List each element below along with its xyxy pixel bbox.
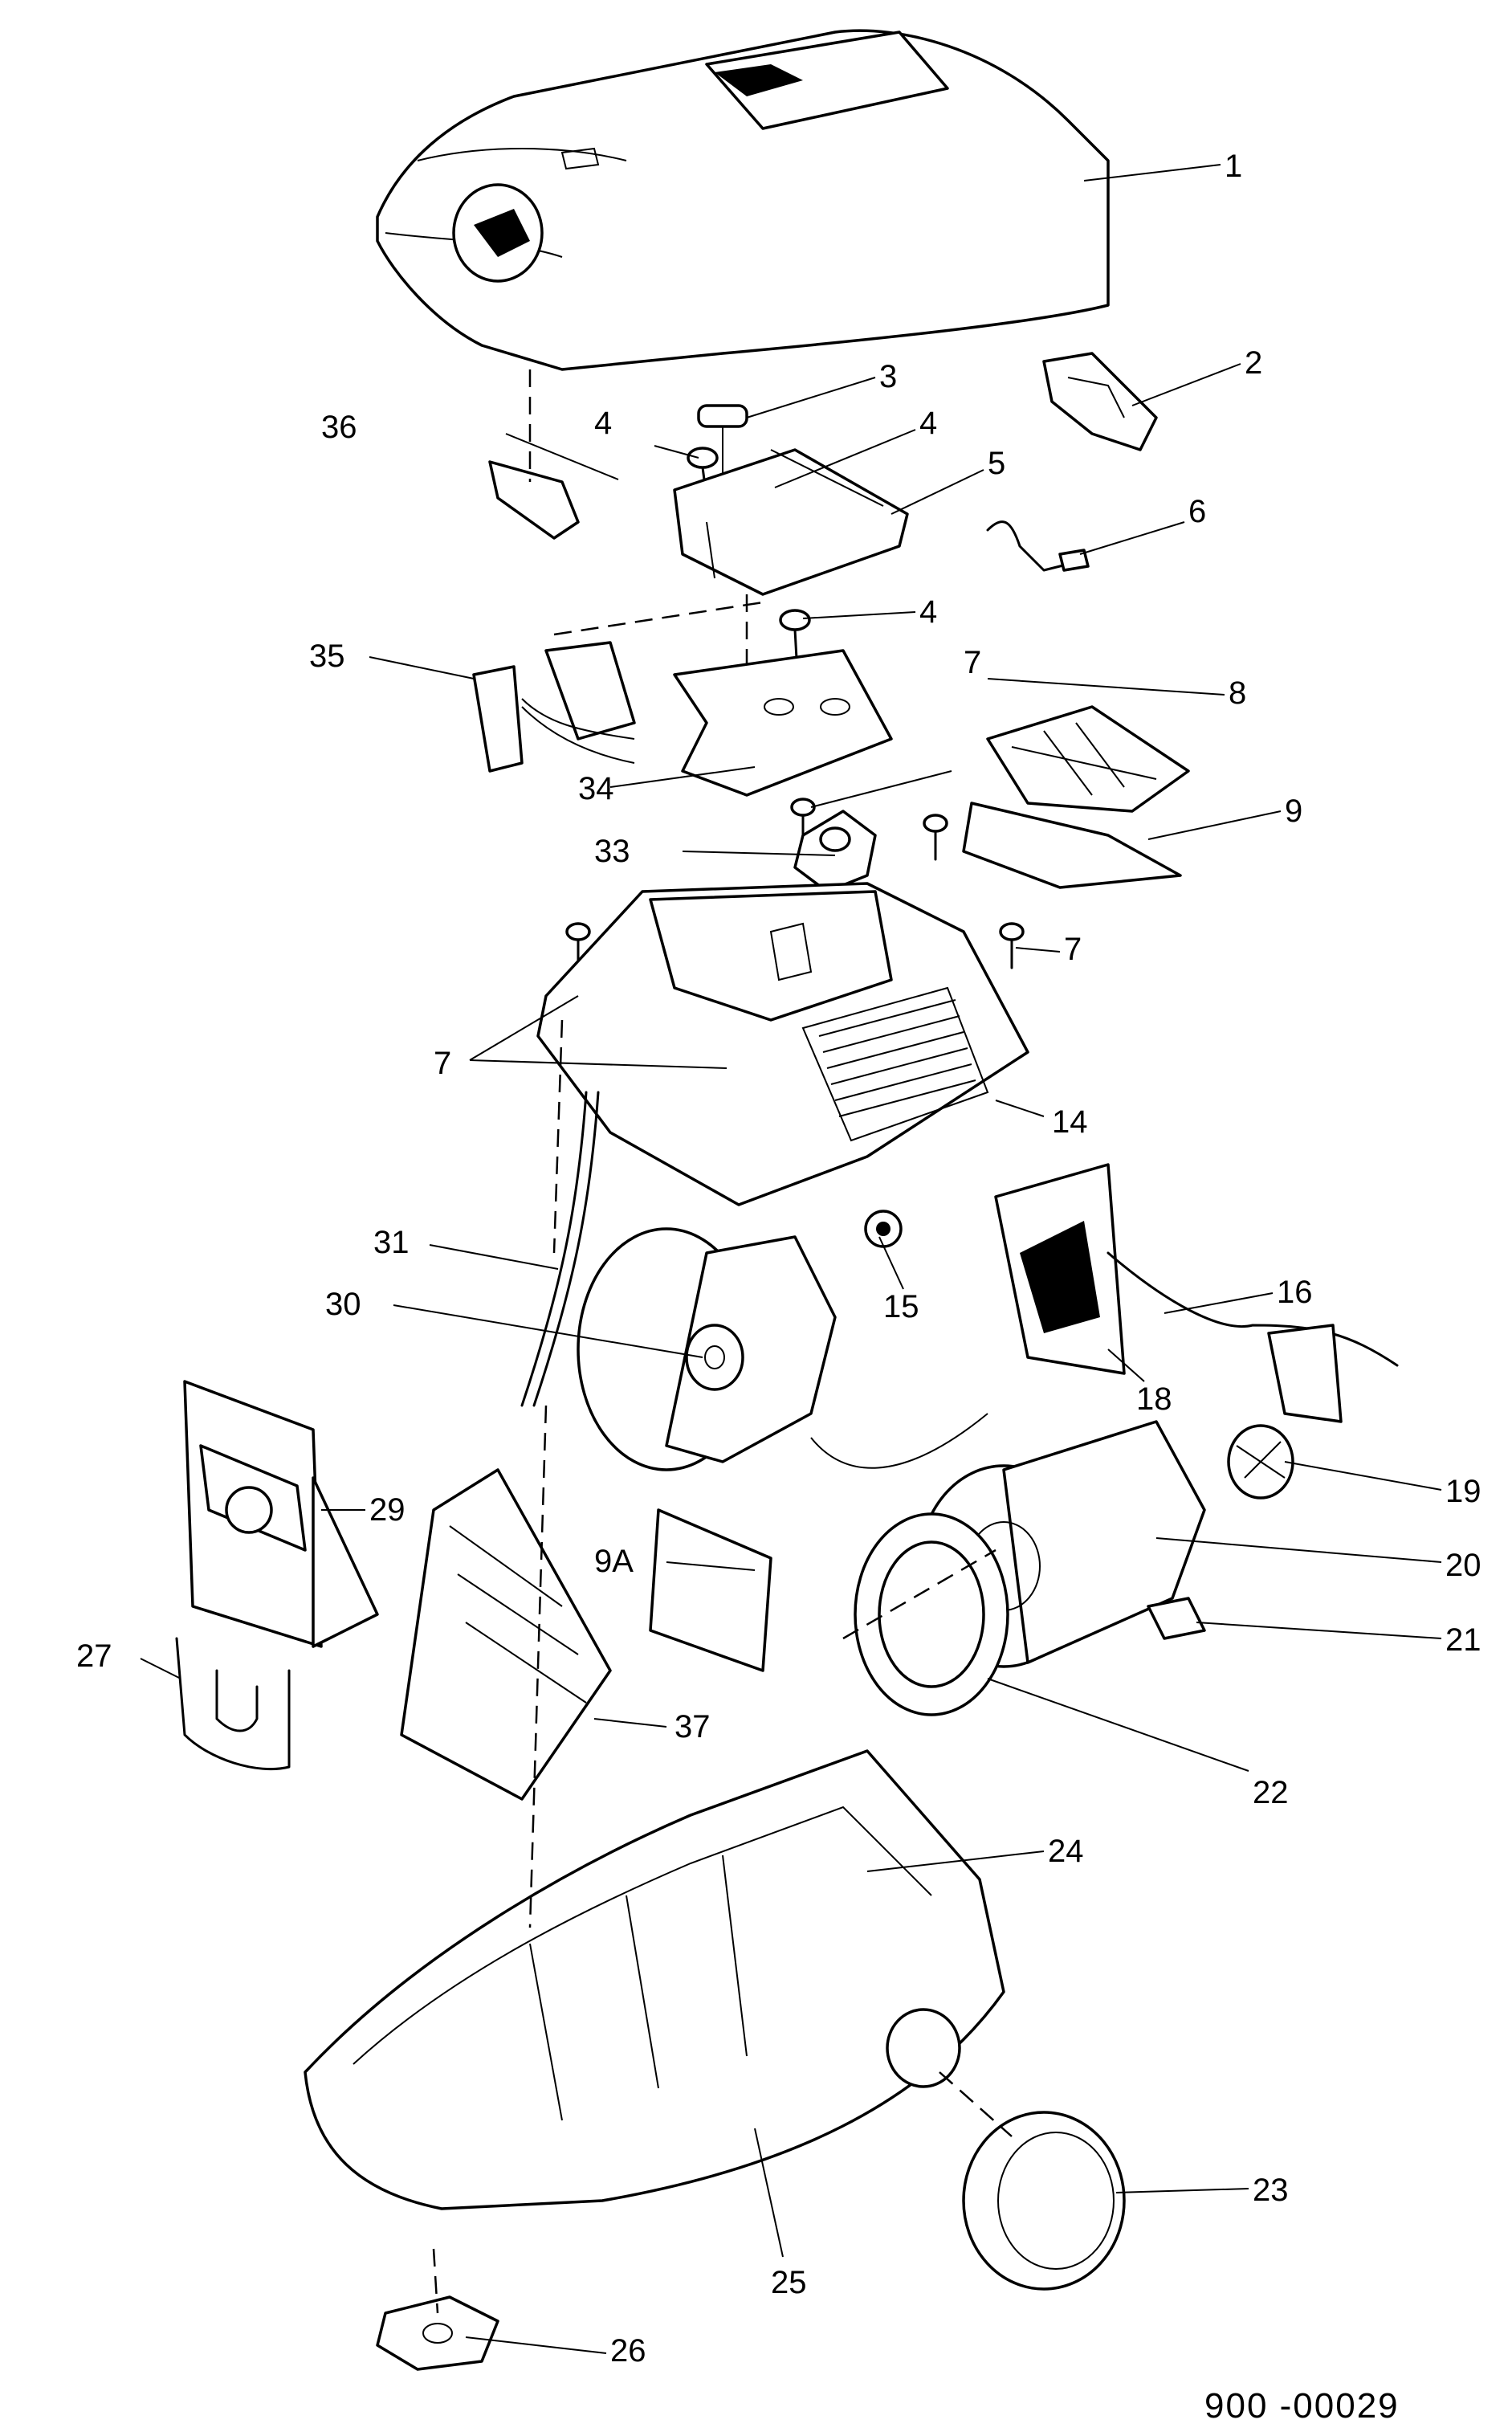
callout-25: 25 xyxy=(771,2265,807,2300)
leader-lines xyxy=(140,164,1442,2354)
part-6-clip xyxy=(986,520,1090,572)
callout-14: 14 xyxy=(1052,1104,1088,1140)
callout-29: 29 xyxy=(369,1492,406,1528)
callout-23: 23 xyxy=(1253,2173,1289,2208)
part-19-cap xyxy=(1227,1424,1294,1500)
callout-3: 3 xyxy=(879,359,897,394)
part-36-connector xyxy=(488,369,580,540)
callout-18: 18 xyxy=(1136,1381,1172,1417)
callout-4: 4 xyxy=(594,406,612,441)
part-26-castor xyxy=(376,2295,499,2371)
callout-36: 36 xyxy=(321,410,357,445)
part-30-fan-housing xyxy=(577,1227,988,1471)
callout-7: 7 xyxy=(964,645,981,680)
callout-9: 9 xyxy=(1285,794,1302,829)
callout-19: 19 xyxy=(1445,1474,1481,1509)
part-35-switch-block xyxy=(472,641,636,773)
part-1-top-cover xyxy=(376,29,1110,371)
part-18-filter-box xyxy=(994,1163,1126,1375)
part-34-plate xyxy=(673,649,893,797)
callout-15: 15 xyxy=(883,1289,919,1324)
part-2-latch xyxy=(1042,352,1158,451)
part-27-bag-holder xyxy=(175,1637,291,1771)
callout-31: 31 xyxy=(373,1225,410,1260)
part-15-bushing xyxy=(864,1210,903,1248)
callout-9A: 9A xyxy=(594,1544,634,1579)
callout-16: 16 xyxy=(1277,1275,1313,1310)
part-9-filter-pad xyxy=(962,802,1182,889)
callout-labels: 1 2 3 4 4 4 5 6 7 7 7 8 9 9A 14 15 16 18… xyxy=(76,149,1481,2369)
part-24-25-base-housing xyxy=(304,1749,1005,2210)
part-33-control-element xyxy=(793,810,877,893)
part-22-motor-ring xyxy=(854,1512,1009,1716)
alignment-lines xyxy=(432,601,1013,2314)
part-23-wheel xyxy=(962,2111,1126,2291)
callout-7: 7 xyxy=(434,1046,451,1081)
part-14-housing-cover xyxy=(536,882,1029,1206)
callout-8: 8 xyxy=(1229,675,1246,711)
callout-22: 22 xyxy=(1253,1775,1289,1810)
callout-24: 24 xyxy=(1048,1834,1084,1869)
drawing-code: 900 -00029 xyxy=(1204,2386,1400,2426)
callout-6: 6 xyxy=(1188,494,1206,529)
callout-2: 2 xyxy=(1245,345,1262,381)
callout-21: 21 xyxy=(1445,1622,1481,1658)
part-8-filter-frame xyxy=(986,705,1190,813)
callout-33: 33 xyxy=(594,834,630,869)
part-3-button xyxy=(697,404,748,498)
callout-7: 7 xyxy=(1064,932,1082,967)
callout-37: 37 xyxy=(674,1709,711,1744)
part-29-dust-bag xyxy=(183,1380,379,1648)
callout-1: 1 xyxy=(1225,149,1242,184)
callout-4: 4 xyxy=(919,406,937,441)
callout-4: 4 xyxy=(919,594,937,630)
callout-27: 27 xyxy=(76,1638,112,1674)
callout-35: 35 xyxy=(309,639,345,674)
callout-26: 26 xyxy=(610,2333,646,2369)
callout-30: 30 xyxy=(325,1287,361,1322)
callout-34: 34 xyxy=(578,771,614,806)
part-16-cable xyxy=(1106,1251,1399,1423)
part-31-hose xyxy=(520,1091,600,1407)
callout-5: 5 xyxy=(988,446,1005,481)
part-37-bag-rack xyxy=(400,1468,612,1801)
part-5-switch-cover xyxy=(673,448,909,675)
callout-20: 20 xyxy=(1445,1548,1481,1583)
part-21-plug xyxy=(1147,1597,1206,1640)
part-9A-filter xyxy=(649,1508,772,1672)
